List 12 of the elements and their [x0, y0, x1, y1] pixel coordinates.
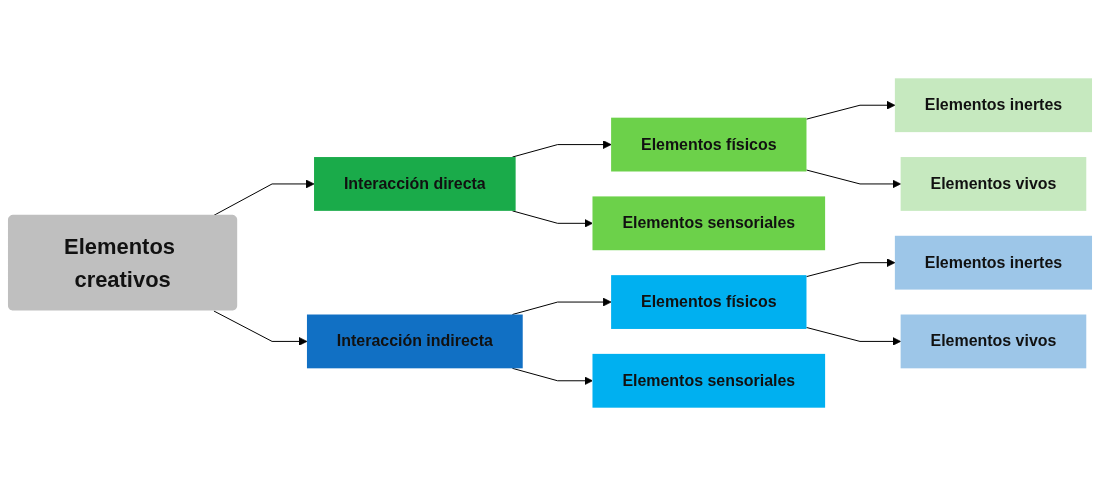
node-box: Elementos sensoriales: [592, 353, 826, 408]
node-box: Elementos inertes: [894, 235, 1093, 290]
node-box: Interacción indirecta: [306, 314, 523, 369]
node-box: Elementos físicos: [611, 275, 807, 329]
node-box: Elementos físicos: [611, 117, 807, 172]
node-box: Interacción directa: [314, 157, 516, 211]
node-box: Elementos creativos: [7, 214, 238, 311]
node-box: Elementos inertes: [894, 78, 1093, 133]
node-box: Elementos vivos: [900, 314, 1087, 369]
node-box: Elementos sensoriales: [592, 196, 826, 251]
node-box: Elementos vivos: [900, 157, 1087, 211]
arrow: [511, 210, 593, 228]
